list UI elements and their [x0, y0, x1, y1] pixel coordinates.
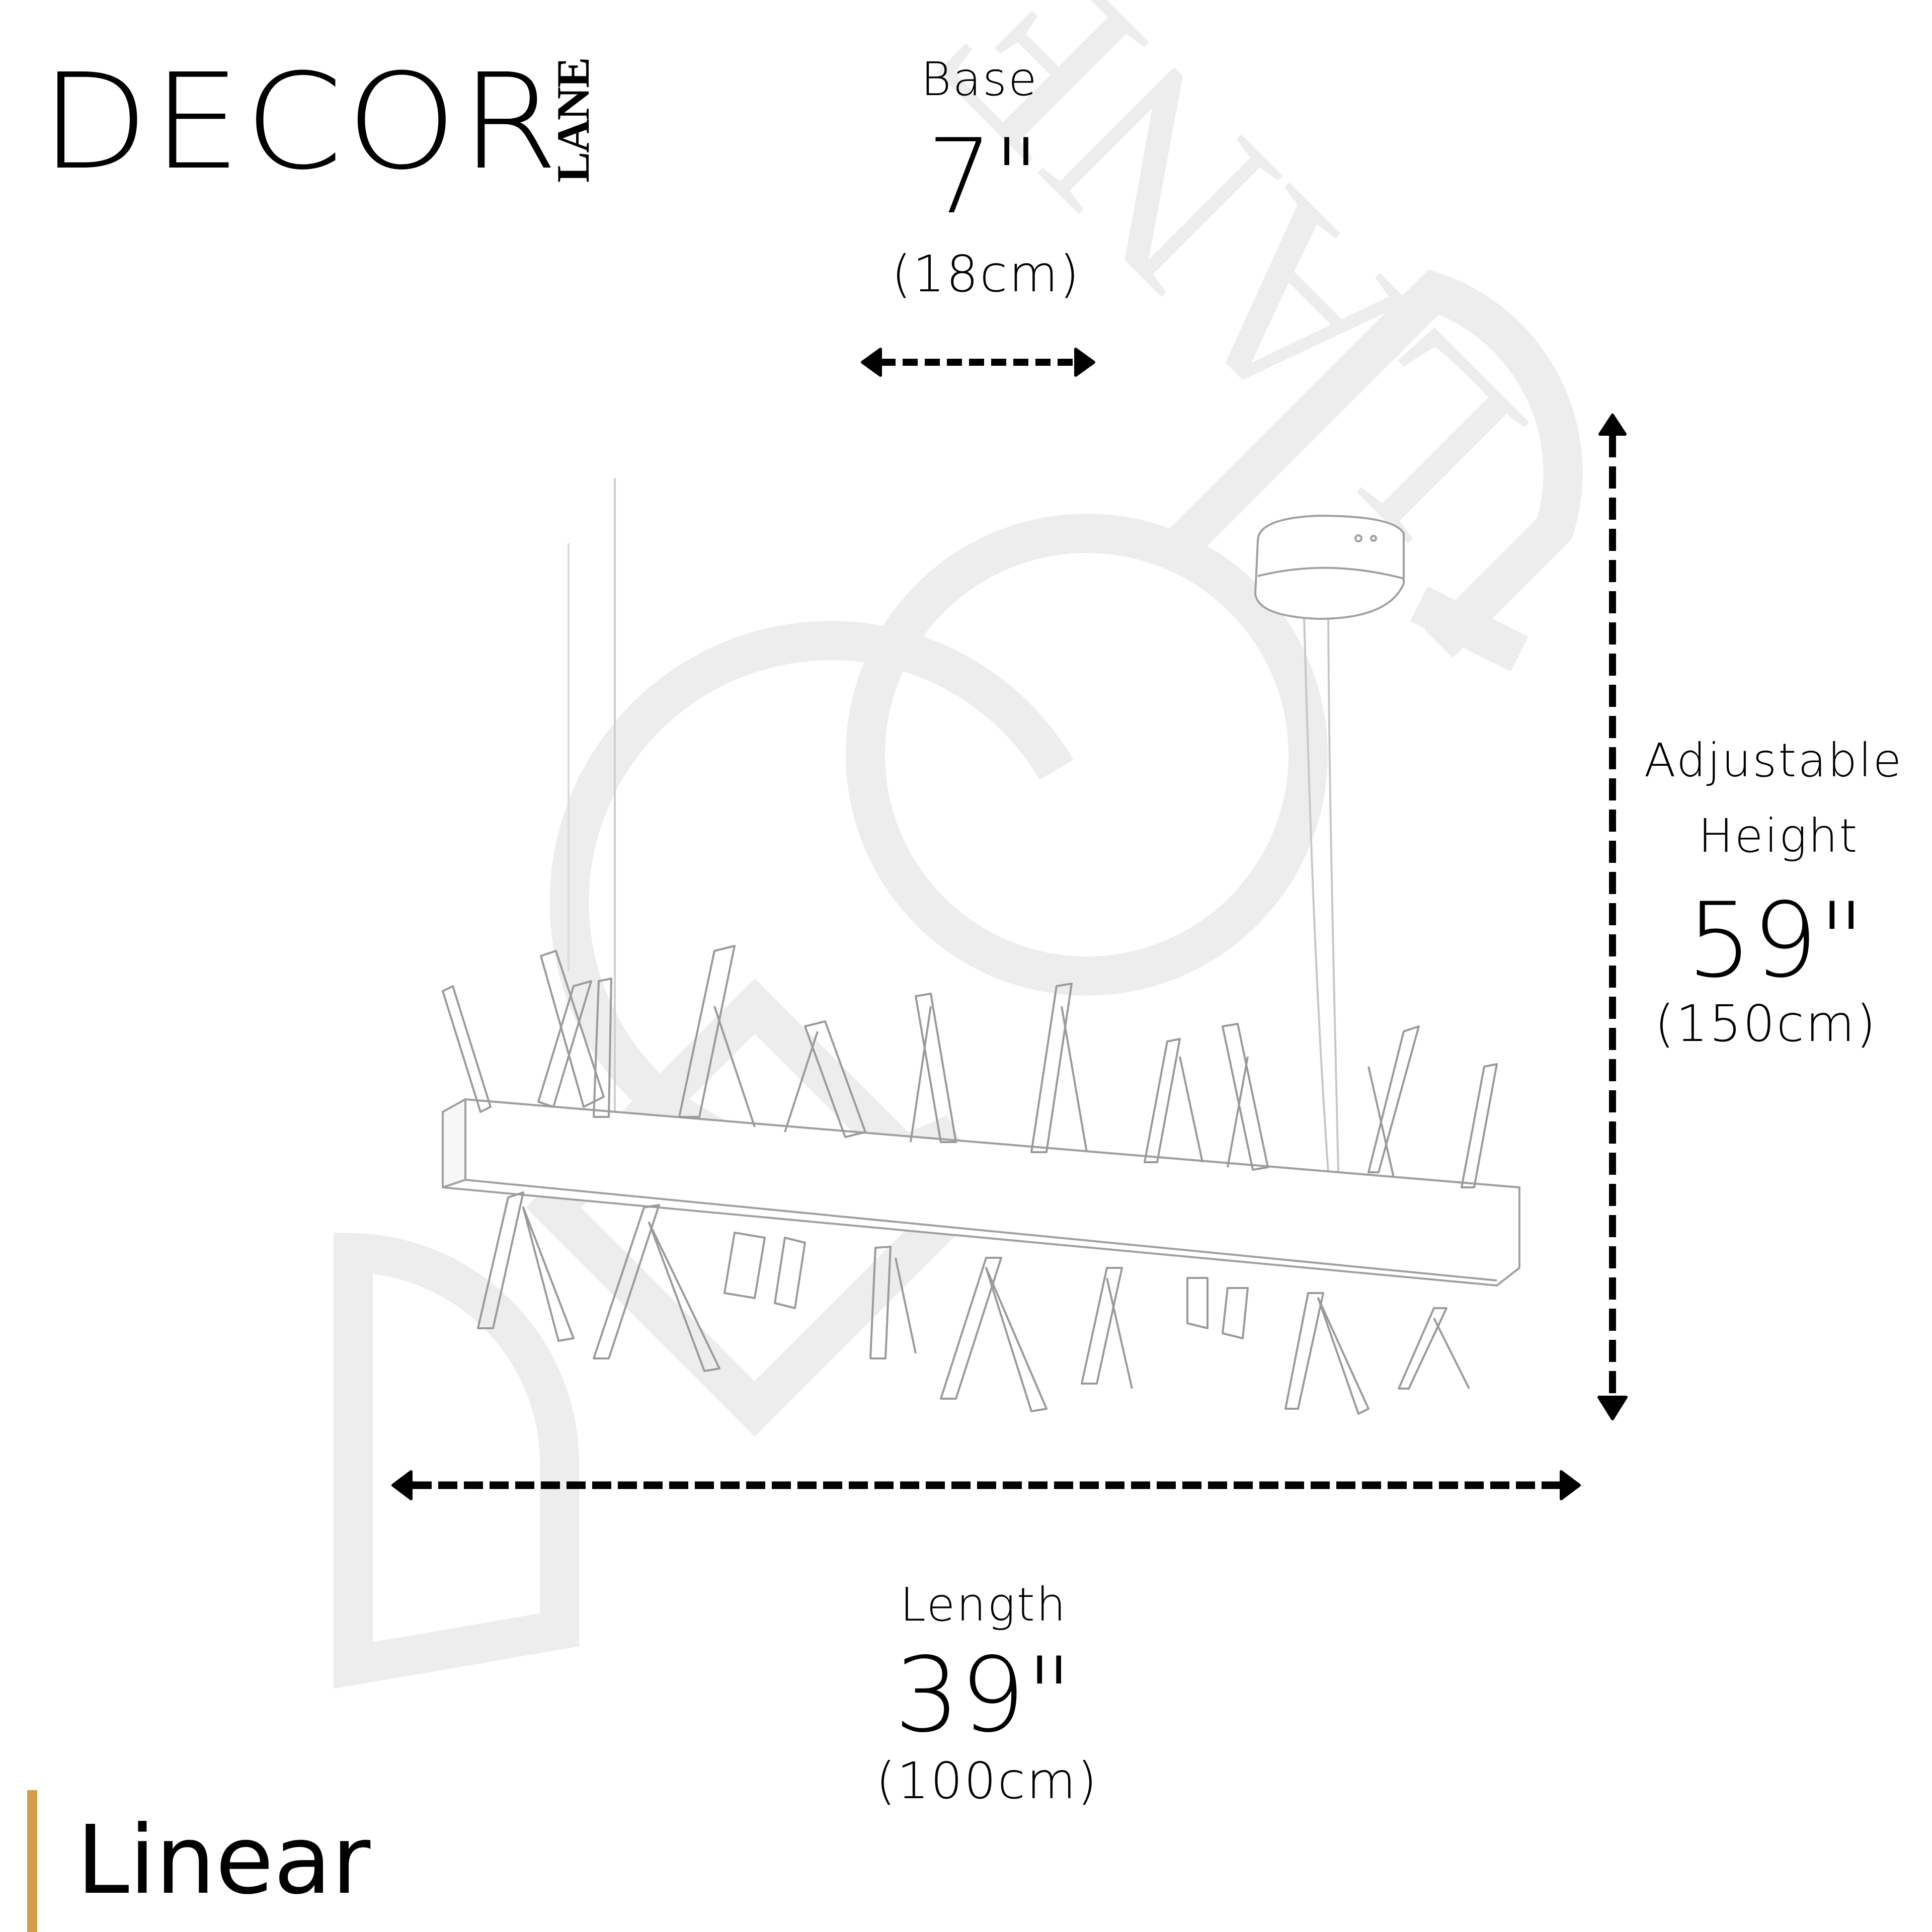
height-metric-value: (150cm): [1654, 994, 1878, 1053]
height-label-line2: Height: [1698, 809, 1859, 863]
upper-crystals: [442, 945, 1498, 1188]
arrow-right-icon: [1560, 1470, 1581, 1500]
arrow-up-icon: [1598, 414, 1627, 436]
height-dimension-arrow: [1597, 414, 1628, 1420]
base-metric-value: (18cm): [892, 245, 1081, 303]
accent-bar: [27, 1790, 37, 1932]
light-bar: [442, 1098, 1520, 1286]
arrow-right-icon: [1074, 348, 1095, 377]
length-imperial-value: 39": [894, 1636, 1073, 1755]
brand-logo: DECOR LANE: [40, 45, 599, 199]
brand-name-primary: DECOR: [40, 45, 562, 199]
arrow-down-icon: [1597, 1396, 1628, 1420]
arrow-left-icon: [861, 348, 882, 377]
height-label-line1: Adjustable: [1644, 734, 1903, 787]
base-imperial-value: 7": [927, 117, 1040, 237]
ceiling-canopy: [1254, 515, 1405, 620]
product-name: Linear: [76, 1805, 371, 1915]
base-label: Base: [921, 52, 1038, 106]
base-dimension-arrow: [861, 348, 1095, 377]
lower-crystals: [477, 1191, 1470, 1415]
length-metric-value: (100cm): [875, 1751, 1099, 1810]
length-dimension-arrow: [391, 1470, 1581, 1500]
arrow-left-icon: [391, 1470, 413, 1500]
height-imperial-value: 59": [1686, 881, 1866, 1001]
length-label: Length: [900, 1578, 1068, 1632]
